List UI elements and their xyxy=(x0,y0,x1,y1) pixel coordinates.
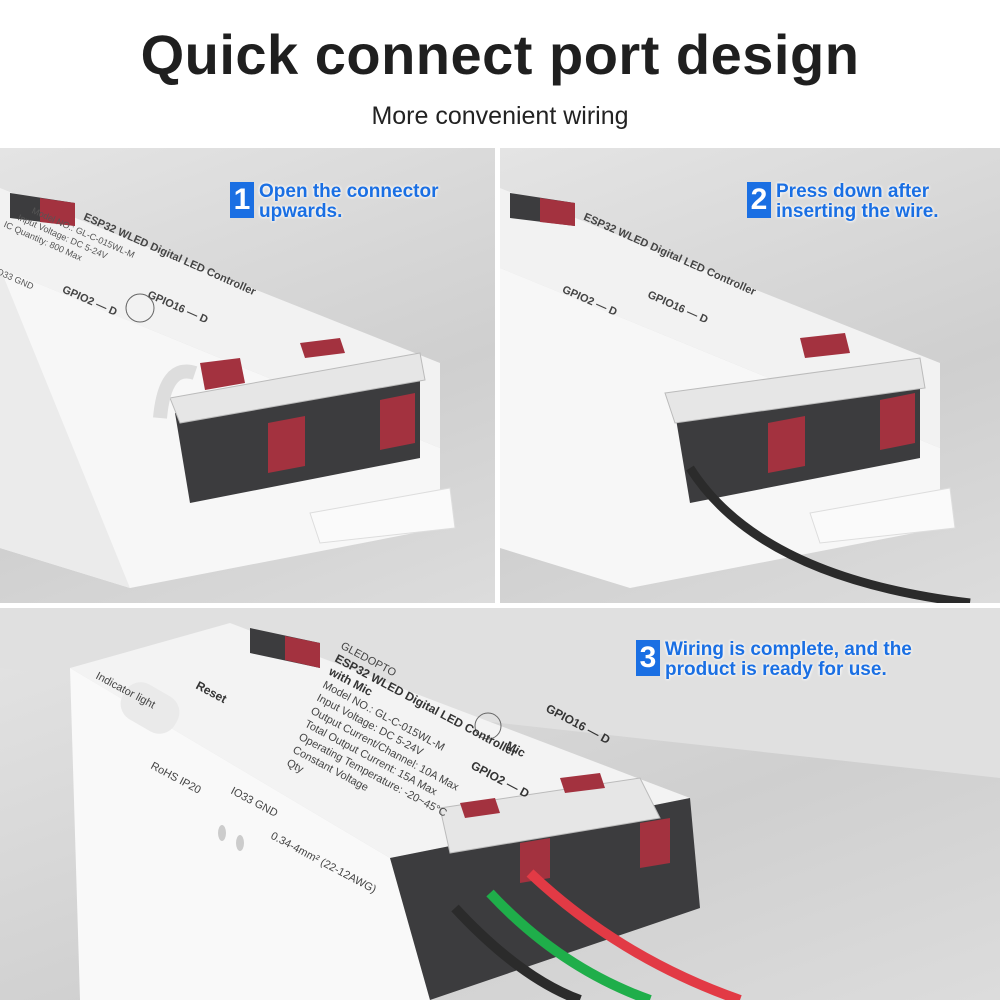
black-wire xyxy=(686,465,971,603)
controller-illustration-open: ESP32 WLED Digital LED Controller Model … xyxy=(0,188,456,588)
page-title: Quick connect port design xyxy=(140,23,860,86)
step-number: 1 xyxy=(230,182,254,218)
step-number: 2 xyxy=(747,182,771,218)
controller-illustration-wired: GLEDOPTO ESP32 WLED Digital LED Controll… xyxy=(0,608,1000,1000)
step-1-panel: ESP32 WLED Digital LED Controller Model … xyxy=(0,148,495,603)
step-text: Wiring is complete, and the xyxy=(665,639,912,660)
microphone-icon xyxy=(474,712,502,740)
microphone-icon xyxy=(125,293,155,323)
step-3-panel: GLEDOPTO ESP32 WLED Digital LED Controll… xyxy=(0,608,1000,1000)
green-wire xyxy=(486,889,652,1000)
step-2-panel: ESP32 WLED Digital LED Controller GPIO16… xyxy=(500,148,1000,603)
step-text: upwards. xyxy=(259,201,343,222)
step-text: Open the connector xyxy=(259,181,439,202)
reset-button xyxy=(120,682,180,734)
red-wire xyxy=(526,869,742,1000)
step-text: Press down after xyxy=(776,181,930,202)
step-text: inserting the wire. xyxy=(776,201,939,222)
connector-block[interactable] xyxy=(153,338,426,503)
connector-block[interactable] xyxy=(664,333,926,503)
step-number: 3 xyxy=(636,640,660,676)
step-text: product is ready for use. xyxy=(665,659,887,680)
controller-illustration-inserted: ESP32 WLED Digital LED Controller GPIO16… xyxy=(500,188,971,603)
black-wire xyxy=(451,904,582,1000)
page-subtitle: More convenient wiring xyxy=(371,102,629,130)
